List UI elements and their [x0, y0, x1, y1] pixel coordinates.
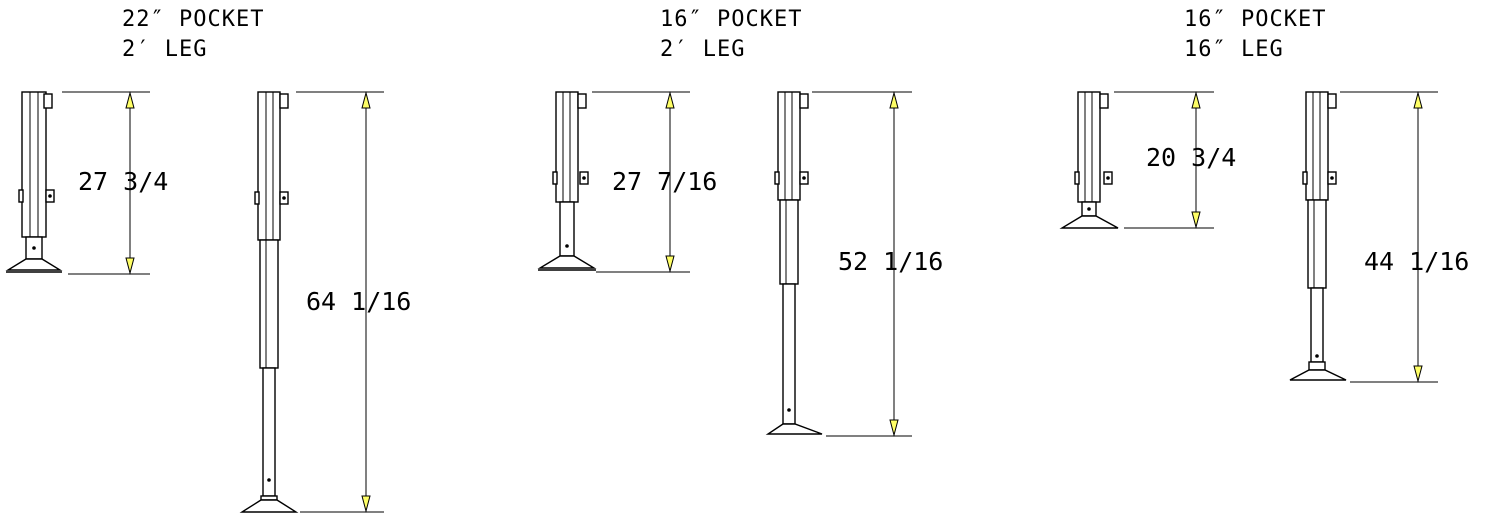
dimension-label: 20 3/4 — [1146, 143, 1236, 172]
jack-extended — [765, 91, 823, 435]
group-3-leg-label: 16″ LEG — [1184, 37, 1284, 62]
group-2-leg-label: 2′ LEG — [660, 37, 745, 62]
jack-retracted — [1059, 91, 1119, 229]
group-1-pocket-label: 22″ POCKET — [122, 7, 264, 32]
jack-extended — [1289, 91, 1347, 381]
group-1-leg-label: 2′ LEG — [122, 37, 207, 62]
group-16-pocket-2-leg: 16″ POCKET 2′ LEG 27 7/16 — [537, 7, 943, 437]
dimension-extended: 64 1/16 — [296, 91, 411, 513]
jack-extended — [239, 91, 299, 513]
jack-retracted — [537, 91, 597, 271]
dimension-retracted: 27 7/16 — [592, 91, 717, 273]
dimension-retracted: 20 3/4 — [1114, 91, 1236, 229]
dimension-retracted: 27 3/4 — [62, 91, 168, 275]
dimension-label: 27 7/16 — [612, 167, 717, 196]
group-2-pocket-label: 16″ POCKET — [660, 7, 802, 32]
dimension-extended: 44 1/16 — [1340, 91, 1469, 383]
dimension-label: 64 1/16 — [306, 287, 411, 316]
jack-retracted — [5, 91, 63, 273]
dimension-label: 44 1/16 — [1364, 247, 1469, 276]
group-16-pocket-16-leg: 16″ POCKET 16″ LEG 20 3/4 — [1059, 7, 1469, 383]
dimension-extended: 52 1/16 — [812, 91, 943, 437]
dimension-label: 27 3/4 — [78, 167, 168, 196]
group-22-pocket-2-leg: 22″ POCKET 2′ LEG 27 3/4 — [5, 7, 411, 513]
group-3-pocket-label: 16″ POCKET — [1184, 7, 1326, 32]
dimension-label: 52 1/16 — [838, 247, 943, 276]
